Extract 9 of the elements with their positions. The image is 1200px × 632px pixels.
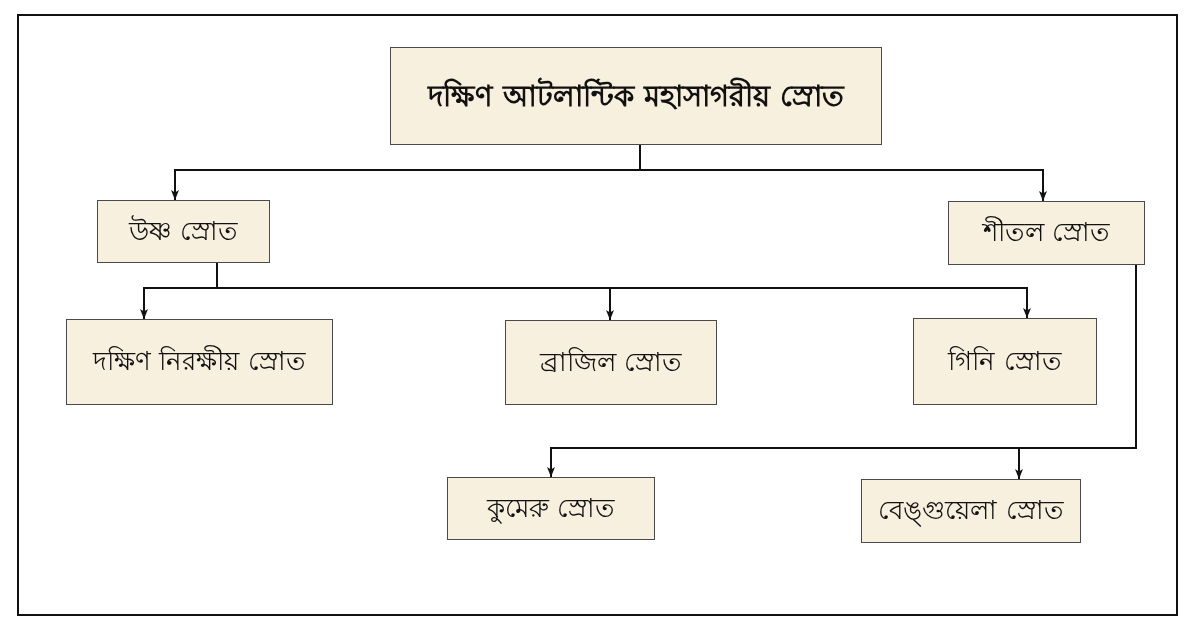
current-box: কুমেরু স্রোত bbox=[447, 477, 655, 540]
current-box: ব্রাজিল স্রোত bbox=[505, 320, 717, 405]
connector-arrow bbox=[1015, 264, 1137, 480]
current-box: দক্ষিণ নিরক্ষীয় স্রোত bbox=[66, 319, 333, 405]
current-box: বেঙ্গুয়েলা স্রোত bbox=[861, 479, 1081, 543]
heading-box: দক্ষিণ আটলান্টিক মহাসাগরীয় স্রোত bbox=[390, 47, 882, 145]
current-box: শীতল স্রোত bbox=[948, 201, 1145, 265]
current-box: গিনি স্রোত bbox=[913, 318, 1097, 405]
current-box: উষ্ণ স্রোত bbox=[97, 200, 270, 263]
